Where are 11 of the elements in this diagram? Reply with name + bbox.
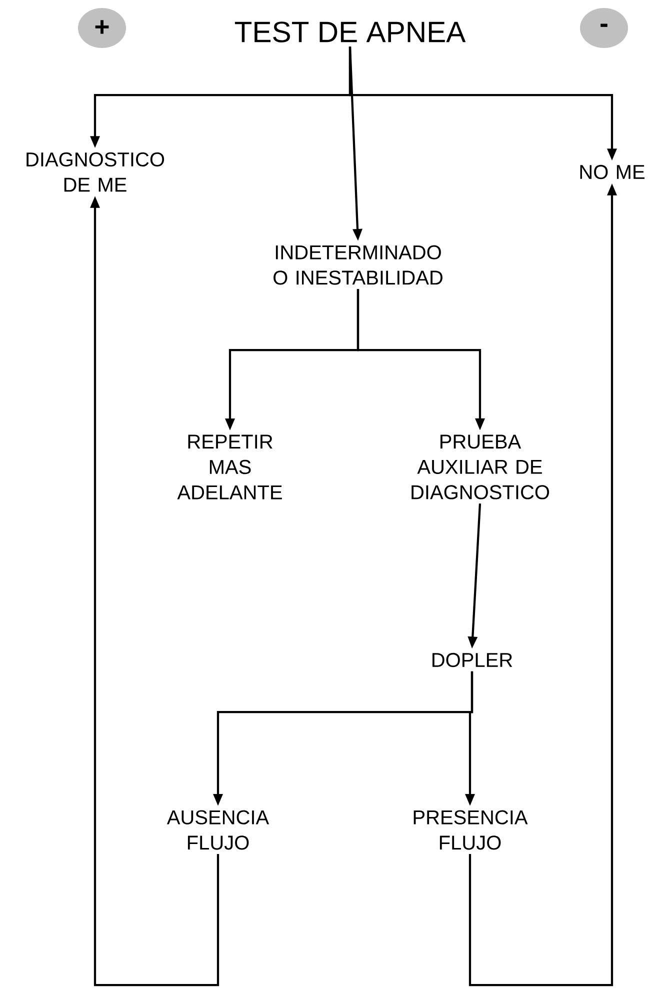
flow-step: DOPLER (432, 652, 512, 668)
sign-badge: + (78, 8, 126, 48)
title-text: TEST DE APNEA (234, 22, 466, 42)
flow-step: AUSENCIA FLUJO (166, 810, 270, 850)
sign-badge: - (580, 8, 628, 48)
flow-step: REPETIR MAS ADELANTE (177, 434, 282, 500)
flow-step: DIAGNOSTICO DE ME (26, 152, 164, 192)
flow-step: PRUEBA AUXILIAR DE DIAGNOSTICO (412, 434, 550, 500)
flow-step: NO ME (580, 164, 644, 180)
flow-step: PRESENCIA FLUJO (414, 810, 528, 850)
flow-step: INDETERMINADO O INESTABILIDAD (274, 245, 442, 285)
